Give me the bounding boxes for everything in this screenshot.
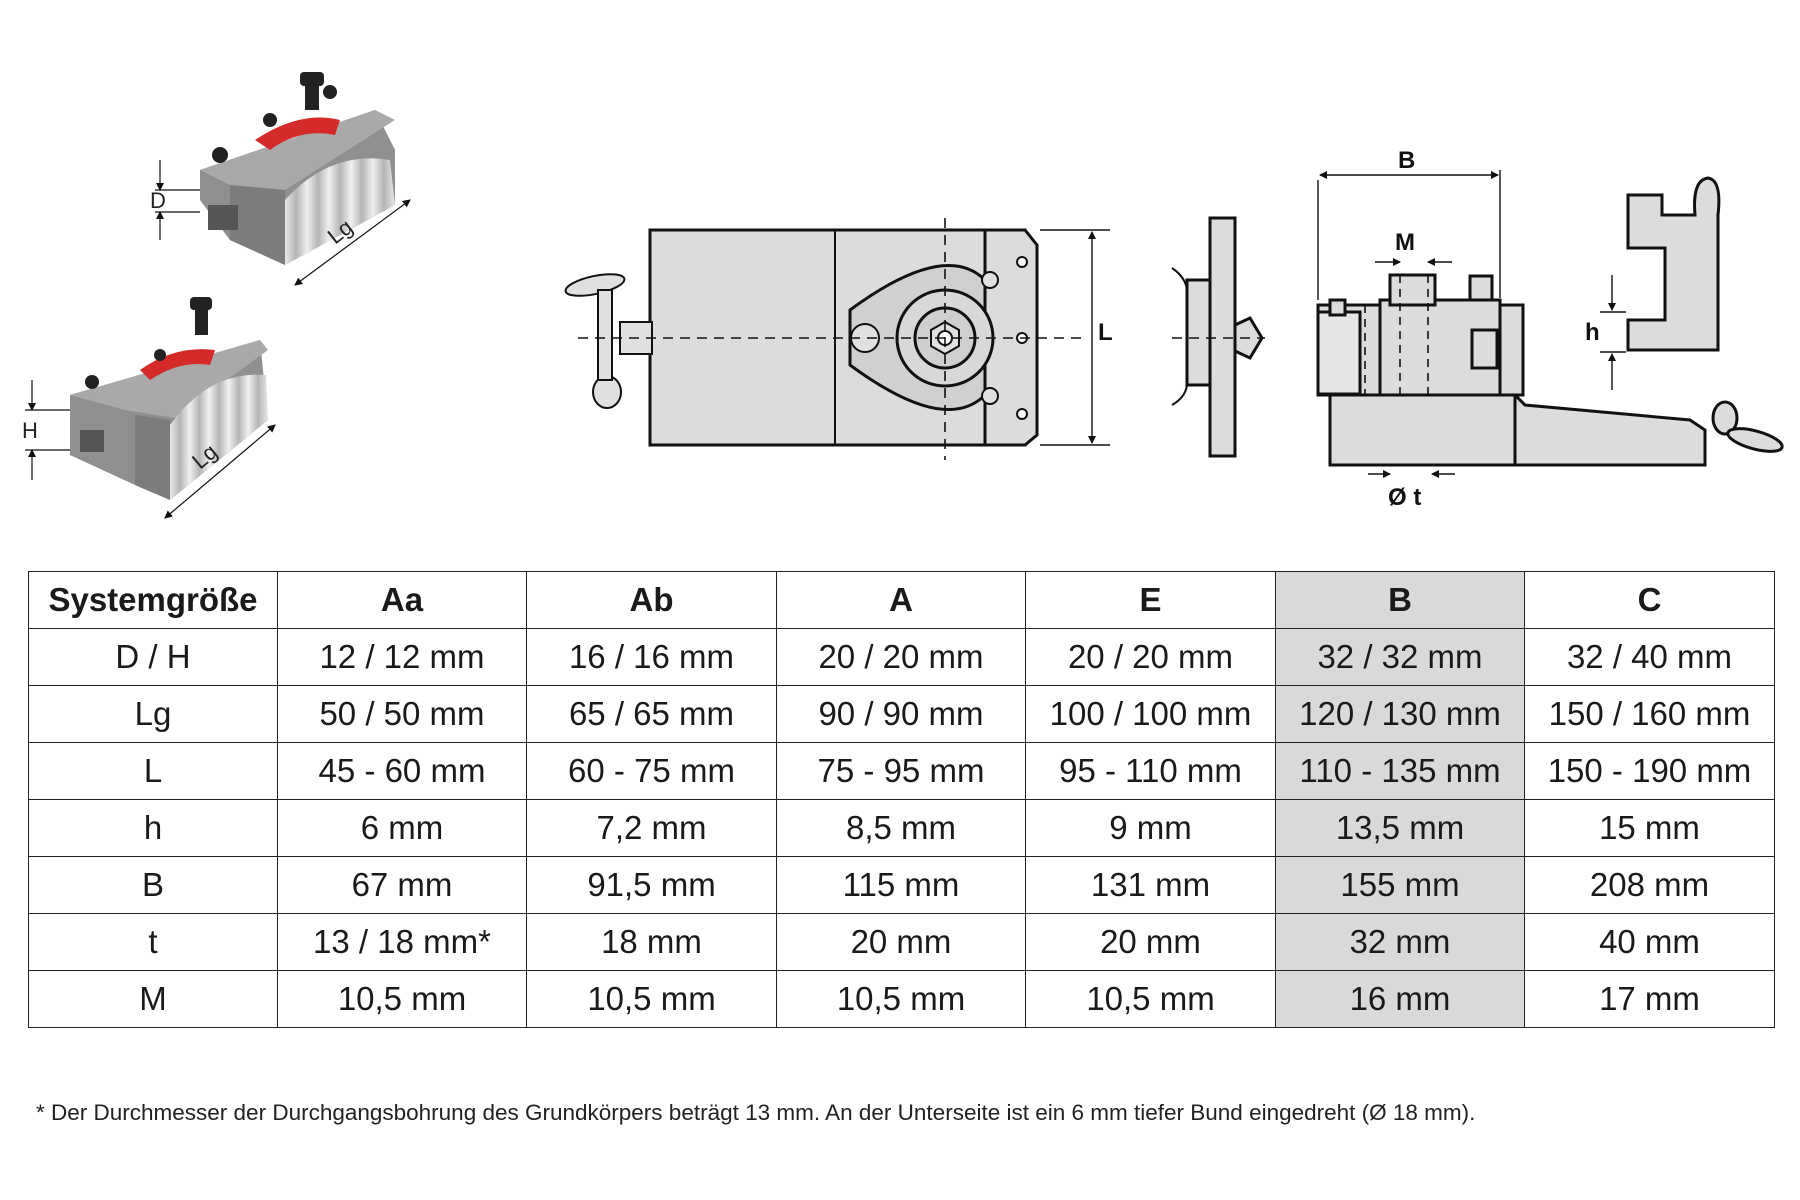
table-row: h 6 mm 7,2 mm 8,5 mm 9 mm 13,5 mm 15 mm xyxy=(28,799,1775,857)
table-cell: 20 / 20 mm xyxy=(776,628,1026,686)
table-cell: 91,5 mm xyxy=(526,856,777,914)
table-cell: 150 - 190 mm xyxy=(1524,742,1775,800)
table-cell: 12 / 12 mm xyxy=(277,628,527,686)
table-cell: 115 mm xyxy=(776,856,1026,914)
table-row: B 67 mm 91,5 mm 115 mm 131 mm 155 mm 208… xyxy=(28,856,1775,914)
holder-photo-bottom: H Lg xyxy=(22,297,276,519)
profile-view-drawing xyxy=(1600,176,1721,390)
table-cell: 67 mm xyxy=(277,856,527,914)
table-cell: 15 mm xyxy=(1524,799,1775,857)
table-cell: 100 / 100 mm xyxy=(1025,685,1276,743)
dim-label-h: h xyxy=(1585,319,1600,346)
dim-label-h-photo: H xyxy=(22,418,38,443)
table-row: Lg 50 / 50 mm 65 / 65 mm 90 / 90 mm 100 … xyxy=(28,685,1775,743)
table-cell: 95 - 110 mm xyxy=(1025,742,1276,800)
row-label: Lg xyxy=(28,685,278,743)
table-cell-highlighted: 32 / 32 mm xyxy=(1275,628,1525,686)
specification-table: Systemgröße Aa Ab A E B C D / H 12 / 12 … xyxy=(28,571,1775,1028)
table-cell: 10,5 mm xyxy=(776,970,1026,1028)
dim-label-d: D xyxy=(150,188,166,213)
table-cell: 150 / 160 mm xyxy=(1524,685,1775,743)
row-label: t xyxy=(28,913,278,971)
table-cell: 18 mm xyxy=(526,913,777,971)
dim-label-m: M xyxy=(1395,229,1415,256)
footnote: * Der Durchmesser der Durchgangsbohrung … xyxy=(36,1100,1476,1125)
technical-drawings: D Lg H Lg xyxy=(22,72,1784,519)
row-label: B xyxy=(28,856,278,914)
table-cell: 10,5 mm xyxy=(526,970,777,1028)
table-cell: 10,5 mm xyxy=(277,970,527,1028)
header-cell-c: C xyxy=(1524,571,1775,629)
dim-label-l: L xyxy=(1098,319,1113,346)
table-cell: 40 mm xyxy=(1524,913,1775,971)
table-cell: 50 / 50 mm xyxy=(277,685,527,743)
table-cell-highlighted: 32 mm xyxy=(1275,913,1525,971)
header-cell-a: A xyxy=(776,571,1026,629)
table-cell: 13 / 18 mm* xyxy=(277,913,527,971)
header-cell-e: E xyxy=(1025,571,1276,629)
table-cell: 17 mm xyxy=(1524,970,1775,1028)
table-row: D / H 12 / 12 mm 16 / 16 mm 20 / 20 mm 2… xyxy=(28,628,1775,686)
table-cell: 20 mm xyxy=(776,913,1026,971)
dim-label-t: Ø t xyxy=(1388,484,1421,511)
table-cell: 32 / 40 mm xyxy=(1524,628,1775,686)
table-cell-highlighted: 155 mm xyxy=(1275,856,1525,914)
table-cell: 9 mm xyxy=(1025,799,1276,857)
table-cell: 65 / 65 mm xyxy=(526,685,777,743)
row-label: D / H xyxy=(28,628,278,686)
table-cell: 16 / 16 mm xyxy=(526,628,777,686)
table-cell: 7,2 mm xyxy=(526,799,777,857)
table-cell-highlighted: 16 mm xyxy=(1275,970,1525,1028)
header-cell-b: B xyxy=(1275,571,1525,629)
holder-photo-top: D Lg xyxy=(150,72,411,286)
table-cell: 90 / 90 mm xyxy=(776,685,1026,743)
row-label: L xyxy=(28,742,278,800)
table-cell-highlighted: 110 - 135 mm xyxy=(1275,742,1525,800)
top-view-drawing xyxy=(564,218,1110,460)
table-cell: 60 - 75 mm xyxy=(526,742,777,800)
table-cell: 8,5 mm xyxy=(776,799,1026,857)
table-cell-highlighted: 120 / 130 mm xyxy=(1275,685,1525,743)
dim-label-b: B xyxy=(1398,147,1415,174)
table-cell: 6 mm xyxy=(277,799,527,857)
table-cell: 208 mm xyxy=(1524,856,1775,914)
row-label: h xyxy=(28,799,278,857)
table-header-row: Systemgröße Aa Ab A E B C xyxy=(28,571,1775,629)
header-cell-label: Systemgröße xyxy=(28,571,278,629)
table-cell: 20 mm xyxy=(1025,913,1276,971)
row-label: M xyxy=(28,970,278,1028)
header-cell-aa: Aa xyxy=(277,571,527,629)
table-row: t 13 / 18 mm* 18 mm 20 mm 20 mm 32 mm 40… xyxy=(28,913,1775,971)
front-view-drawing xyxy=(1316,170,1784,478)
side-view-drawing xyxy=(1171,216,1265,458)
table-row: L 45 - 60 mm 60 - 75 mm 75 - 95 mm 95 - … xyxy=(28,742,1775,800)
header-cell-ab: Ab xyxy=(526,571,777,629)
table-row: M 10,5 mm 10,5 mm 10,5 mm 10,5 mm 16 mm … xyxy=(28,970,1775,1028)
table-cell: 131 mm xyxy=(1025,856,1276,914)
table-cell-highlighted: 13,5 mm xyxy=(1275,799,1525,857)
table-cell: 75 - 95 mm xyxy=(776,742,1026,800)
table-cell: 20 / 20 mm xyxy=(1025,628,1276,686)
table-cell: 45 - 60 mm xyxy=(277,742,527,800)
table-cell: 10,5 mm xyxy=(1025,970,1276,1028)
